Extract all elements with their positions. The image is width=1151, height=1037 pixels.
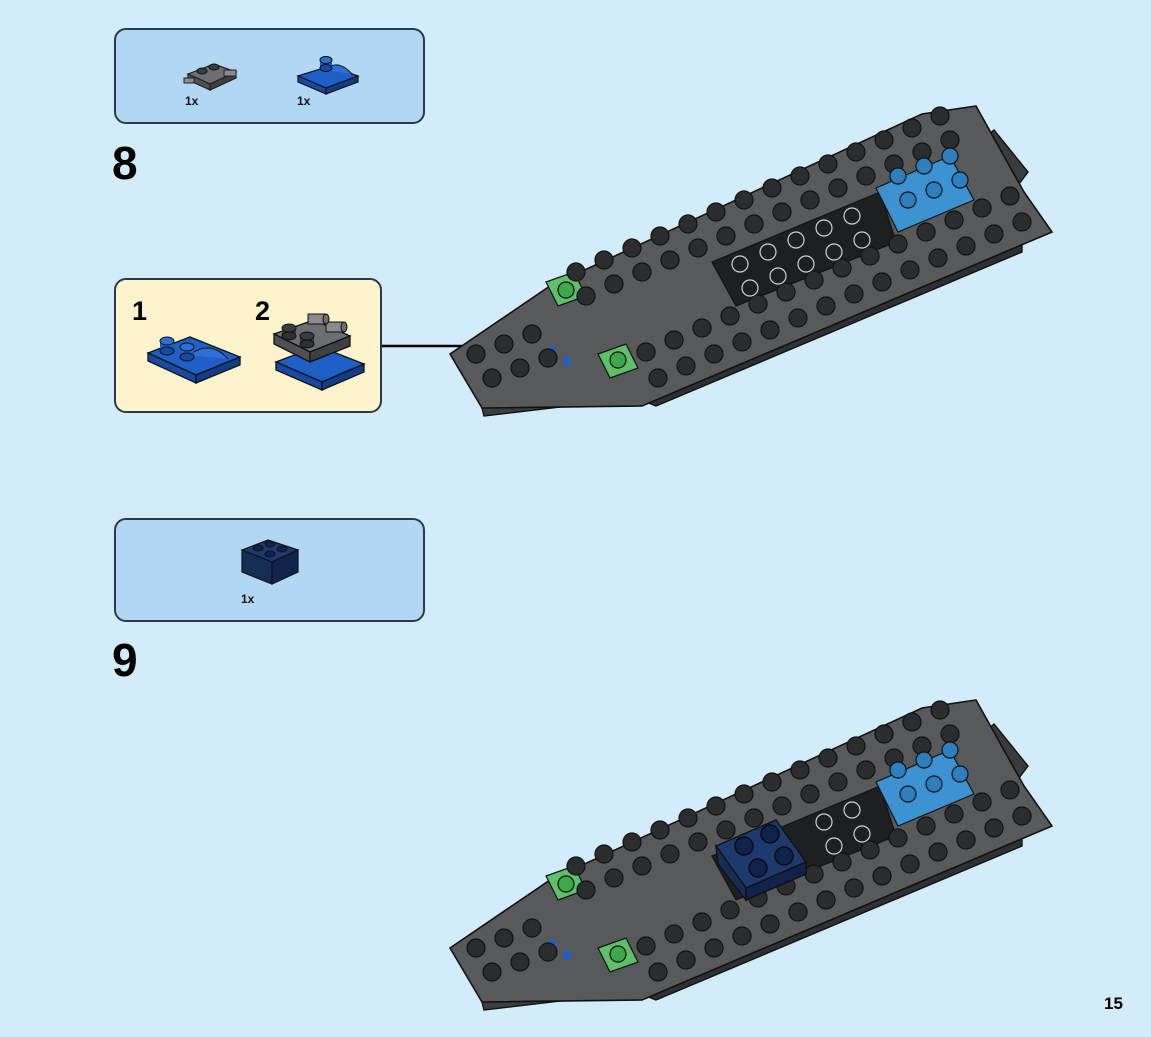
step-8-submodel-box: 1 2 bbox=[114, 278, 382, 413]
part-2-quantity: 1x bbox=[297, 94, 311, 108]
substep-2-illustration bbox=[272, 313, 366, 391]
step-9-parts-box: 1x bbox=[114, 518, 425, 622]
substep-1-illustration bbox=[146, 336, 242, 385]
dark-blue-brick-2x2-part bbox=[240, 539, 300, 585]
part-1-quantity: 1x bbox=[185, 94, 199, 108]
step-8-parts-box: 1x 1x bbox=[114, 28, 425, 124]
substep-1-number: 1 bbox=[132, 296, 148, 326]
part-3-quantity: 1x bbox=[241, 592, 255, 606]
substep-2-number: 2 bbox=[255, 296, 271, 326]
blue-curved-slope-plate-part bbox=[296, 56, 360, 95]
gray-plate-with-clips-part bbox=[183, 63, 238, 91]
step-8-main-model bbox=[448, 105, 1054, 417]
step-9-number: 9 bbox=[112, 634, 138, 686]
step-8-number: 8 bbox=[112, 137, 138, 189]
step-9-main-model bbox=[448, 699, 1054, 1011]
page-number: 15 bbox=[1104, 994, 1123, 1013]
dark-blue-brick-placed bbox=[714, 819, 808, 903]
